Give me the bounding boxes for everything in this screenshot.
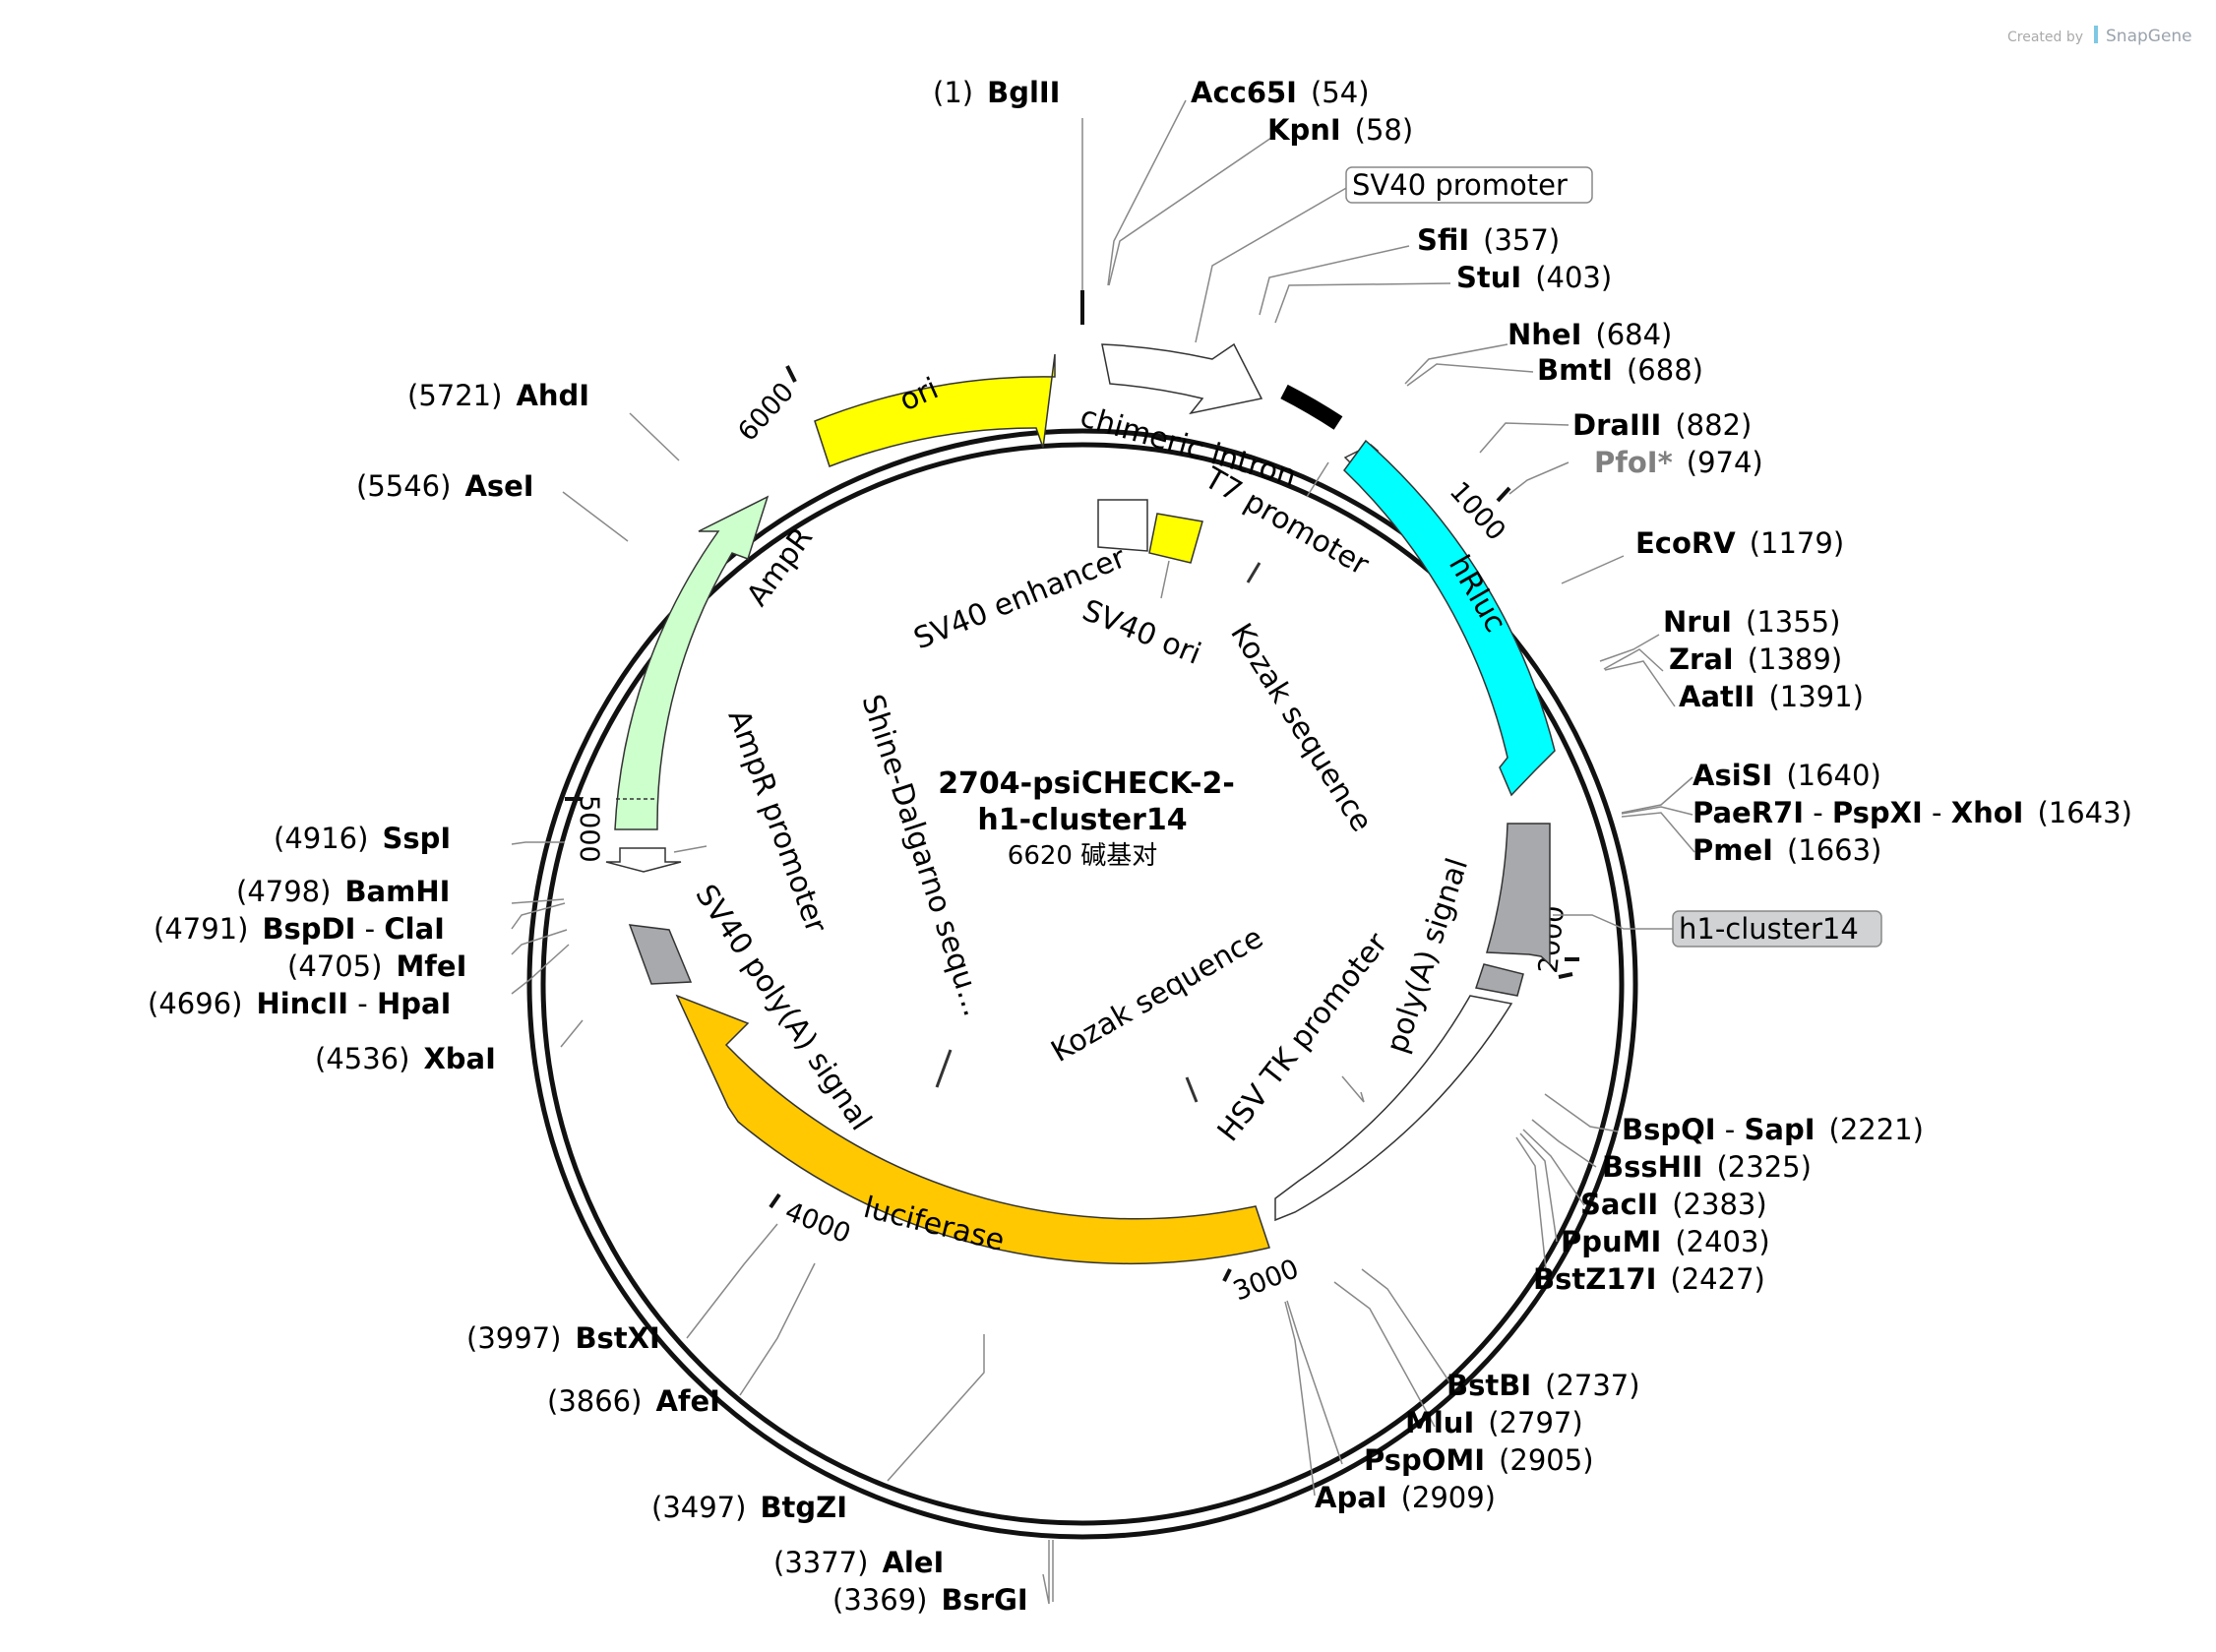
credit-brand: SnapGene [2106, 27, 2192, 46]
label-kozak-bottom: Kozak sequence [1046, 921, 1269, 1070]
site-sspi[interactable]: (4916)SspI [274, 822, 451, 855]
site-bmti[interactable]: BmtI(688) [1537, 353, 1703, 387]
site-acc65i[interactable]: Acc65I(54) [1191, 76, 1370, 109]
site-bspdi-clai[interactable]: (4791)BspDI - ClaI [154, 912, 445, 946]
site-bspqi-sapi[interactable]: BspQI - SapI(2221) [1622, 1113, 1924, 1146]
site-bamhi[interactable]: (4798)BamHI [236, 875, 450, 908]
site-xbai[interactable]: (4536)XbaI [315, 1042, 496, 1075]
site-pfoi[interactable]: PfoI*(974) [1594, 446, 1763, 479]
site-leader-lines [511, 99, 1695, 1605]
kozak-top-mark [1246, 562, 1262, 583]
site-ecorv[interactable]: EcoRV(1179) [1635, 526, 1844, 560]
site-bglii[interactable]: (1)BglII [933, 76, 1060, 109]
site-mfei[interactable]: (4705)MfeI [287, 949, 466, 983]
small-feature-marks [935, 562, 1262, 1103]
feature-luciferase [675, 994, 1270, 1265]
site-ppumi[interactable]: PpuMI(2403) [1561, 1225, 1770, 1258]
feature-sv40-ori-box [1148, 513, 1203, 564]
restriction-sites: (1)BglII Acc65I(54) KpnI(58) SfiI(357) S… [148, 76, 2132, 1617]
h1-cluster14-box [1672, 910, 1882, 948]
site-stui[interactable]: StuI(403) [1456, 261, 1612, 294]
tick-label-5000: 5000 [574, 795, 604, 863]
site-bsrgi[interactable]: (3369)BsrGI [832, 1583, 1028, 1617]
feature-chimeric-intron-bar [1280, 384, 1343, 430]
feature-h1-cluster14 [1486, 823, 1551, 966]
tick-label-6000: 6000 [732, 377, 800, 448]
label-sv40-promoter: SV40 promoter [1352, 168, 1568, 202]
site-pmei[interactable]: PmeI(1663) [1693, 833, 1881, 867]
site-bstxi[interactable]: (3997)BstXI [466, 1321, 660, 1355]
feature-sv40-enhancer-box [1097, 499, 1148, 552]
feature-ampr [614, 495, 769, 830]
boxed-labels: SV40 promoter h1-cluster14 [1345, 166, 1882, 948]
feature-callout-lines [673, 186, 1673, 1103]
size-ticks [565, 290, 1579, 1282]
feature-ori [814, 353, 1056, 467]
site-bsshii[interactable]: BssHII(2325) [1602, 1150, 1812, 1184]
site-sacii[interactable]: SacII(2383) [1580, 1188, 1767, 1221]
site-apai[interactable]: ApaI(2909) [1315, 1481, 1496, 1514]
plasmid-name-line2: h1-cluster14 [977, 803, 1187, 837]
backbone-outer-ring [526, 428, 1638, 1540]
site-paer7i-pspxi-xhoi[interactable]: PaeR7I - PspXI - XhoI(1643) [1693, 796, 2132, 829]
plasmid-length: 6620 碱基对 [1008, 841, 1157, 871]
backbone [526, 428, 1638, 1540]
site-asisi[interactable]: AsiSI(1640) [1693, 759, 1881, 792]
site-hincii-hpai[interactable]: (4696)HincII - HpaI [148, 987, 451, 1020]
snapgene-credit: Created by SnapGene [2007, 26, 2192, 46]
feature-arrows [605, 342, 1556, 1265]
label-shine-dalgarno: Shine-Dalgarno sequ... [854, 691, 991, 1021]
site-zrai[interactable]: ZraI(1389) [1669, 642, 1842, 676]
sv40-promoter-box [1345, 166, 1593, 204]
site-sfii[interactable]: SfiI(357) [1417, 223, 1560, 257]
label-kozak-top: Kozak sequence [1223, 618, 1379, 838]
feature-sv40-polya-box [628, 924, 693, 985]
site-bstbi[interactable]: BstBI(2737) [1447, 1369, 1640, 1402]
shine-dalgarno-mark [935, 1049, 953, 1088]
site-asei[interactable]: (5546)AseI [356, 469, 534, 503]
site-nrui[interactable]: NruI(1355) [1663, 605, 1840, 639]
label-sv40-ori: SV40 ori [1077, 593, 1205, 672]
snapgene-logo-icon [2094, 26, 2098, 43]
feature-hsv-tk-promoter-arrow [1274, 995, 1513, 1222]
site-alei[interactable]: (3377)AleI [773, 1546, 944, 1579]
site-nhei[interactable]: NheI(684) [1508, 318, 1672, 351]
plasmid-title: 2704-psiCHECK-2- h1-cluster14 6620 碱基对 [938, 766, 1235, 871]
site-pspomi[interactable]: PspOMI(2905) [1364, 1443, 1594, 1477]
site-aatii[interactable]: AatII(1391) [1679, 680, 1864, 713]
credit-prefix: Created by [2007, 30, 2083, 45]
backbone-inner-ring [540, 442, 1625, 1526]
feature-sv40-promoter-arrow [1101, 342, 1263, 415]
tick-label-3000: 3000 [1229, 1254, 1303, 1307]
plasmid-name-line1: 2704-psiCHECK-2- [938, 766, 1235, 801]
label-ampr-promoter: AmpR promoter [720, 705, 833, 939]
site-afei[interactable]: (3866)AfeI [547, 1384, 720, 1418]
site-ahdi[interactable]: (5721)AhdI [407, 379, 589, 412]
site-kpni[interactable]: KpnI(58) [1267, 113, 1413, 147]
kozak-bottom-mark [1185, 1076, 1199, 1103]
site-bstz17i[interactable]: BstZ17I(2427) [1533, 1262, 1765, 1296]
site-btgzi[interactable]: (3497)BtgZI [651, 1491, 847, 1524]
site-draiii[interactable]: DraIII(882) [1572, 408, 1752, 442]
site-mlui[interactable]: MluI(2797) [1405, 1406, 1583, 1439]
feature-polya-signal-bar [1475, 963, 1524, 997]
label-h1-cluster14: h1-cluster14 [1679, 912, 1859, 946]
tick-label-4000: 4000 [780, 1196, 854, 1250]
feature-ampr-promoter-arrow [605, 847, 682, 873]
feature-hrluc [1343, 439, 1556, 797]
